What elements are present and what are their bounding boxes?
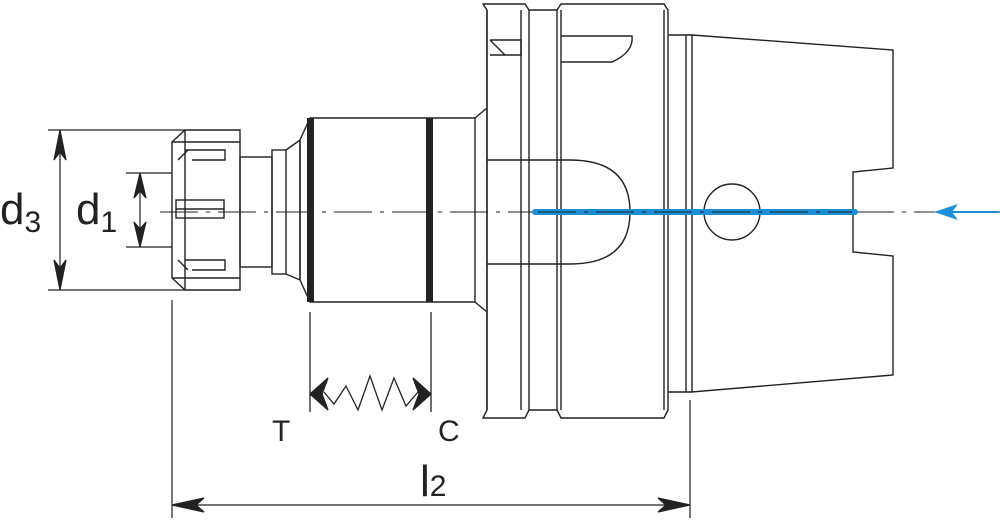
holder-neck xyxy=(239,138,301,282)
d1-label: d1 xyxy=(76,185,117,239)
arrow-left-icon xyxy=(934,204,998,220)
d1-dimension xyxy=(126,172,172,248)
compression-label: C xyxy=(438,415,460,448)
collet-nut xyxy=(171,129,241,291)
tension-label: T xyxy=(272,415,290,448)
compression-ring-right xyxy=(426,118,433,302)
tension-ring-left xyxy=(307,118,314,302)
l2-dimension xyxy=(171,300,691,518)
synchro-body xyxy=(299,107,488,313)
d3-label: d3 xyxy=(0,185,41,239)
l2-label: l2 xyxy=(420,457,446,506)
zigzag-spring-icon xyxy=(309,312,432,412)
d3-dimension xyxy=(48,129,185,291)
